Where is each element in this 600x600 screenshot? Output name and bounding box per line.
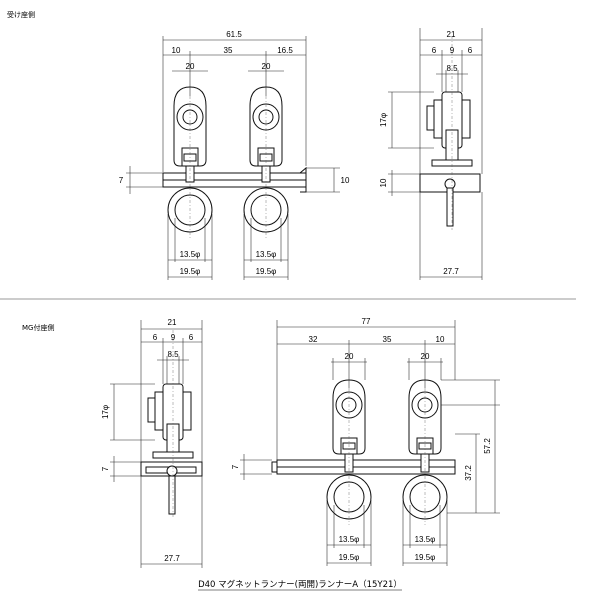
side-dim-base: 27.7 bbox=[443, 267, 459, 276]
bdim-plate-height: 7 bbox=[231, 464, 240, 469]
side-dim-b: 9 bbox=[450, 46, 455, 55]
dim-left-offset: 10 bbox=[172, 46, 181, 55]
bdim-bore-left: 13.5φ bbox=[339, 535, 360, 544]
bdim-outer-right: 19.5φ bbox=[415, 553, 436, 562]
bdim-bore-right: 13.5φ bbox=[415, 535, 436, 544]
bdim-left-offset: 32 bbox=[309, 335, 318, 344]
bside-dim-roller: 8.5 bbox=[167, 350, 179, 359]
side-dim-a: 6 bbox=[432, 46, 437, 55]
dim-plate-height: 7 bbox=[119, 176, 124, 185]
dim-bore-right: 13.5φ bbox=[256, 250, 277, 259]
dim-roller-width-left: 20 bbox=[186, 62, 195, 71]
bdim-overall: 77 bbox=[362, 317, 371, 326]
dim-roller-width-right: 20 bbox=[262, 62, 271, 71]
bdim-roller-width-left: 20 bbox=[345, 352, 354, 361]
section-label-top: 受け座側 bbox=[7, 10, 35, 19]
bside-dim-c: 6 bbox=[189, 333, 194, 342]
side-dim-c: 6 bbox=[468, 46, 473, 55]
bside-dim-plate: 7 bbox=[101, 466, 110, 471]
side-dim-overall: 21 bbox=[447, 30, 456, 39]
dim-right-offset: 16.5 bbox=[277, 46, 293, 55]
dim-spacing: 35 bbox=[224, 46, 233, 55]
bside-dim-overall: 21 bbox=[168, 318, 177, 327]
bdim-right-offset: 10 bbox=[436, 335, 445, 344]
bside-dim-wheel: 17φ bbox=[101, 405, 110, 419]
bside-dim-b: 9 bbox=[171, 333, 176, 342]
bdim-roller-width-right: 20 bbox=[421, 352, 430, 361]
bdim-height-mid: 37.2 bbox=[464, 465, 473, 481]
drawing-caption: D40 マグネットランナー(両開)ランナーA（15Y21） bbox=[198, 579, 402, 590]
bside-dim-a: 6 bbox=[153, 333, 158, 342]
bottom-side-view: 21 6 9 6 8.5 17φ 7 27.7 bbox=[101, 318, 203, 568]
side-dim-roller: 8.5 bbox=[446, 64, 458, 73]
side-dim-plate: 10 bbox=[379, 178, 388, 187]
section-label-bottom: MG付座側 bbox=[22, 323, 54, 332]
top-side-view: 21 6 9 6 8.5 17φ 10 27.7 bbox=[379, 28, 483, 280]
bdim-height-total: 57.2 bbox=[483, 438, 492, 454]
dim-outer-right: 19.5φ bbox=[256, 267, 277, 276]
dim-outer-left: 19.5φ bbox=[180, 267, 201, 276]
bdim-spacing: 35 bbox=[383, 335, 392, 344]
bside-dim-base: 27.7 bbox=[164, 554, 180, 563]
dim-bore-left: 13.5φ bbox=[180, 250, 201, 259]
top-front-view: 61.5 10 35 16.5 20 20 7 10 13.5φ 13.5φ 1… bbox=[119, 30, 350, 280]
bdim-outer-left: 19.5φ bbox=[339, 553, 360, 562]
side-dim-wheel: 17φ bbox=[379, 113, 388, 127]
bottom-front-view: 77 32 35 10 20 20 7 37.2 57.2 13.5φ bbox=[231, 317, 500, 566]
dim-bracket-height: 10 bbox=[341, 176, 350, 185]
dim-overall: 61.5 bbox=[226, 30, 242, 39]
